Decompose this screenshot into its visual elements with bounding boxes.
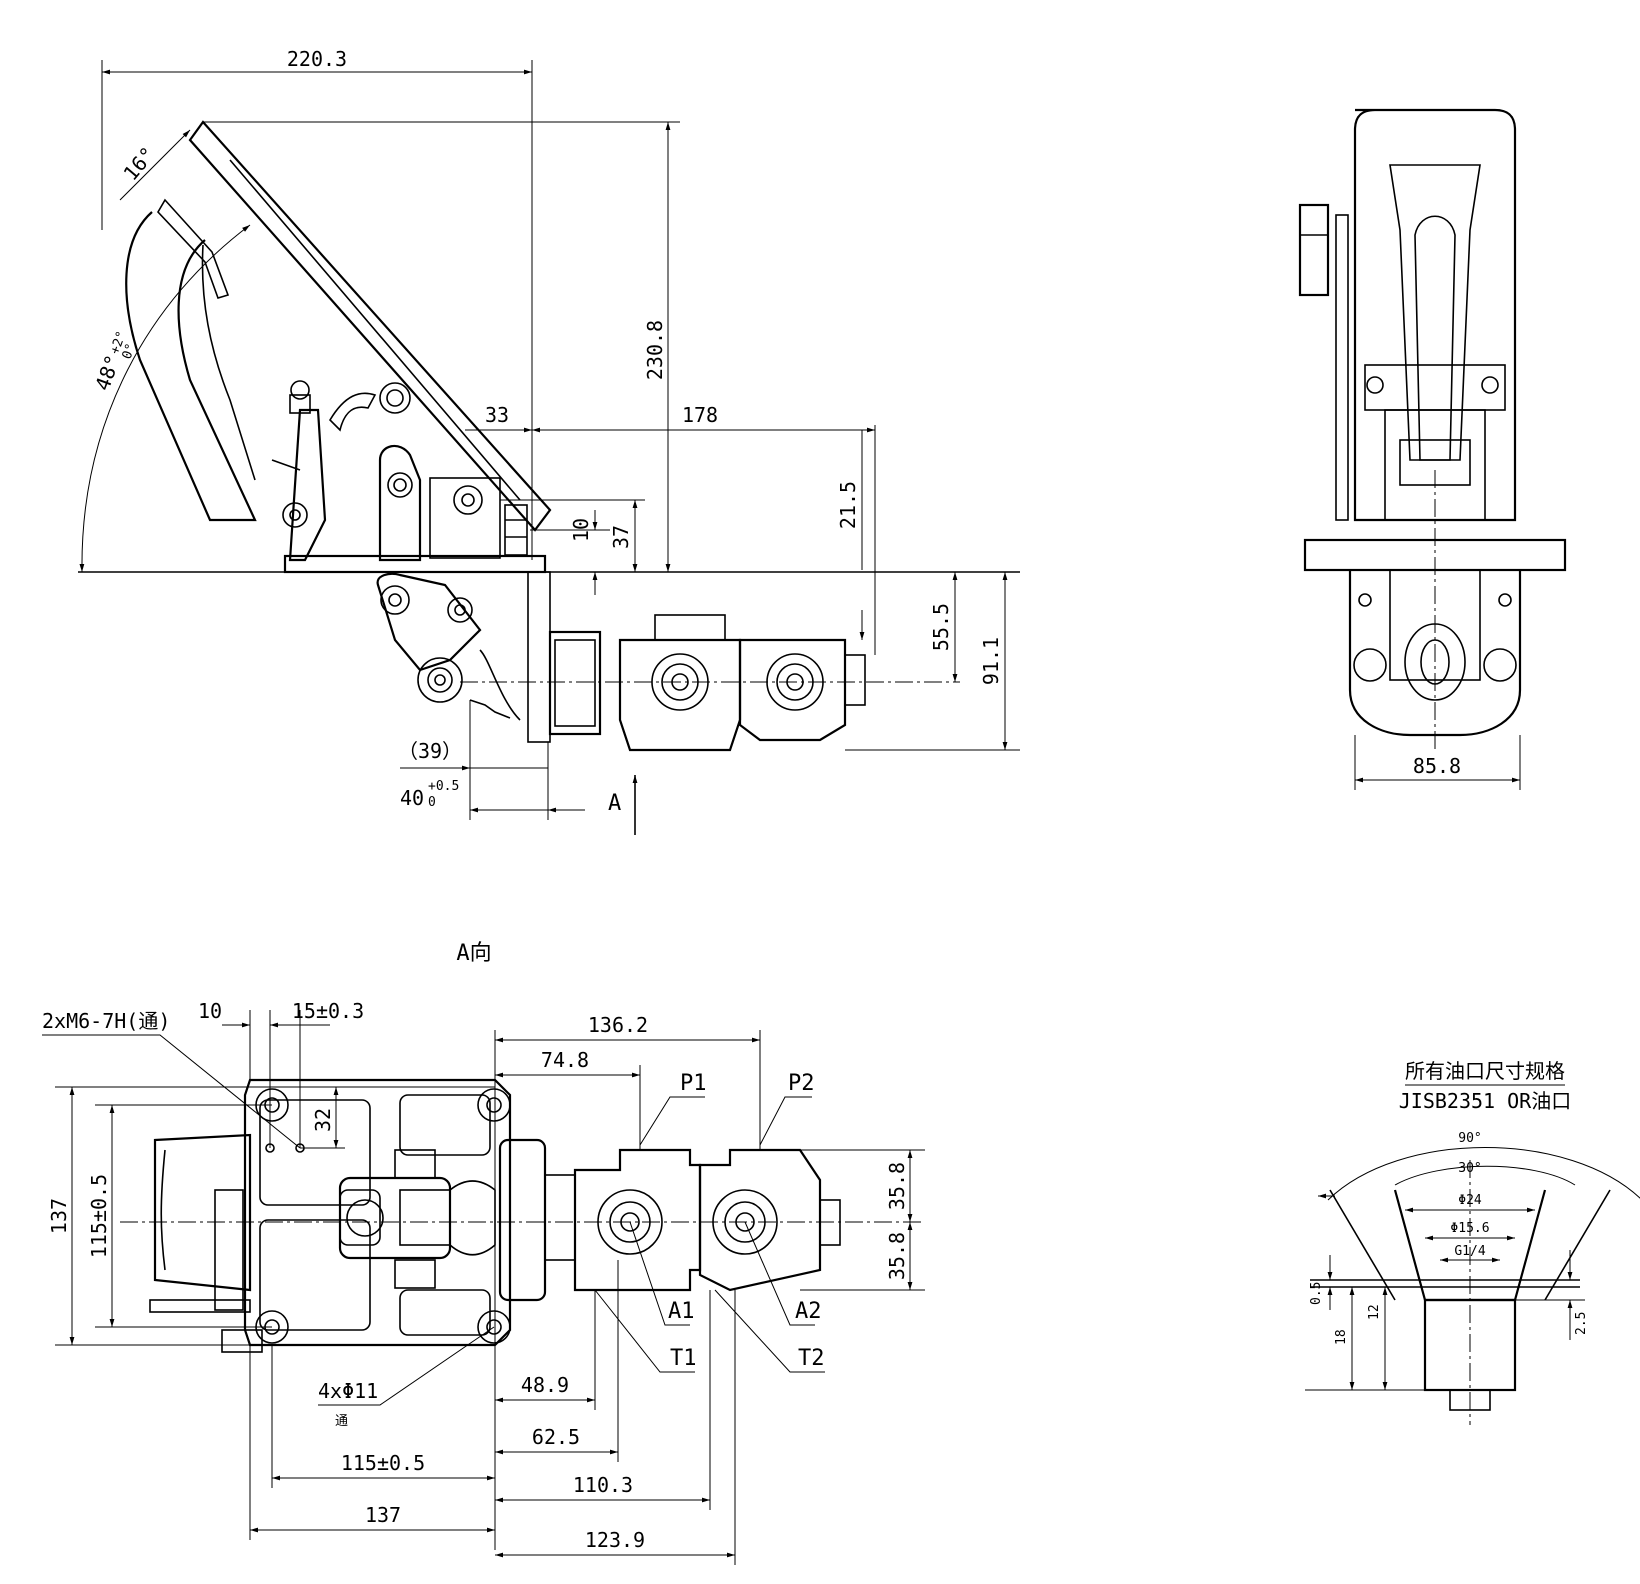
view-a-title: A向 [456,941,491,966]
dim-12: 12 [1367,1304,1382,1320]
dim-18: 18 [1334,1329,1349,1345]
dim-32: 32 [311,1108,335,1132]
dim-10: 10 [569,518,593,542]
dim-39: （39） [398,739,462,763]
dim-137-horizontal: 137 [365,1503,401,1527]
dim-230-8: 230.8 [643,320,667,380]
dim-85-8: 85.8 [1413,754,1461,778]
angle-90: 90° [1458,1131,1481,1146]
end-view: 85.8 [1298,108,1567,790]
dim-21-5: 21.5 [836,481,860,529]
dim-angle-48: 48° [90,352,125,394]
port-p2: P2 [788,1071,815,1096]
dim-48-9: 48.9 [521,1373,569,1397]
dim-62-5: 62.5 [532,1425,580,1449]
dim-0-5: 0.5 [1309,1282,1324,1305]
tol-angle-zero: 0° [120,342,139,362]
dim-220-3: 220.3 [287,47,347,71]
dim-136-2: 136.2 [588,1013,648,1037]
port-p1: P1 [680,1071,707,1096]
side-view: 220.3 230.8 16° 48° +2° 0° 33 178 21.5 1… [78,47,1020,835]
holes-note: 通 [335,1414,348,1429]
dim-40: 40 [400,786,424,810]
tol-40-zero: 0 [428,795,436,810]
dim-33: 33 [485,403,509,427]
dim-178: 178 [682,403,718,427]
port-t1: T1 [670,1346,697,1371]
dim-37: 37 [609,525,633,549]
port-spec-standard: JISB2351 OR油口 [1399,1089,1571,1113]
dim-10-a: 10 [198,999,222,1023]
port-spec-title: 所有油口尺寸规格 [1405,1059,1565,1083]
dim-137-vertical: 137 [47,1198,71,1234]
dim-2-5: 2.5 [1574,1312,1589,1335]
port-t2: T2 [798,1346,825,1371]
dim-35-8-lower: 35.8 [885,1232,909,1280]
dim-74-8: 74.8 [541,1048,589,1072]
dim-15: 15±0.3 [292,999,364,1023]
thread-spec: 2xM6-7H(通) [42,1009,170,1033]
dim-angle-16: 16° [118,142,160,185]
tol-40-plus: +0.5 [428,779,459,794]
dim-55-5: 55.5 [929,603,953,651]
view-a: A向 137 115±0.5 2xM6-7H(通) [42,941,925,1565]
dim-115-vertical: 115±0.5 [87,1174,111,1258]
port-a1: A1 [668,1299,695,1324]
holes-spec: 4xΦ11 [318,1379,378,1403]
port-detail: 所有油口尺寸规格 JISB2351 OR油口 90° 30° Φ24 Φ15.6… [1305,1059,1640,1425]
dim-110-3: 110.3 [573,1473,633,1497]
dim-123-9: 123.9 [585,1528,645,1552]
port-a2: A2 [795,1299,822,1324]
view-arrow-a: A [608,791,621,816]
dim-115-horizontal: 115±0.5 [341,1451,425,1475]
dim-91-1: 91.1 [979,637,1003,685]
dim-35-8-upper: 35.8 [885,1162,909,1210]
